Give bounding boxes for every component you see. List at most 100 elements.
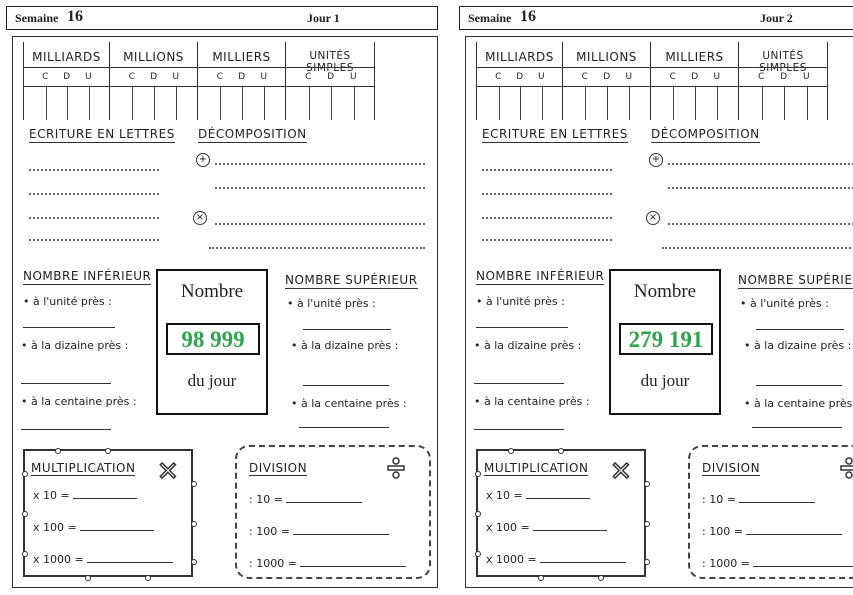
digit-column-tick — [498, 86, 500, 120]
digit-column-tick — [242, 86, 243, 120]
answer-line — [21, 429, 111, 430]
digit-column-tick — [154, 86, 155, 120]
multiply-circle-icon: × — [646, 211, 660, 225]
place-value-group-name: MILLIONS — [576, 50, 637, 64]
number-of-the-day: 98 999 — [166, 323, 260, 355]
place-value-column-label: U — [537, 72, 546, 82]
place-value-column-label: D — [63, 72, 71, 82]
frame-bead — [22, 471, 28, 477]
digit-column-tick — [607, 86, 608, 120]
table-baseline — [476, 86, 828, 87]
mult-op-label: x 1000 = — [486, 553, 541, 566]
answer-line — [533, 530, 608, 531]
upper-hundred-label: • à la centaine près : — [291, 397, 407, 410]
multiplication-icon: ✕ — [609, 456, 632, 488]
digit-column-tick — [761, 86, 763, 120]
lower-unit-label: • à l'unité près : — [23, 295, 112, 308]
multiplication-icon: ✕ — [156, 456, 179, 488]
frame-bead — [475, 471, 481, 477]
digit-column-tick — [88, 86, 90, 120]
plus-icon: + — [649, 153, 663, 167]
place-value-column-label: D — [691, 72, 699, 82]
place-value-column-label: U — [713, 72, 721, 82]
group-divider — [651, 67, 738, 68]
frame-bead — [475, 551, 481, 557]
upper-number-title: NOMBRE SUPÉRIEUR — [738, 273, 853, 289]
place-value-column-label: D — [780, 72, 788, 82]
multiplication-box: MULTIPLICATION ✕ x 10 = x 100 = x 1000 = — [22, 448, 197, 581]
frame-bead — [644, 521, 650, 527]
div-op-label: : 1000 = — [249, 557, 301, 570]
decomposition-line — [209, 247, 425, 249]
digit-column-tick — [673, 86, 674, 120]
upper-unit-label: • à l'unité près : — [287, 297, 376, 310]
letters-line — [29, 217, 159, 219]
decomposition-line — [215, 163, 425, 165]
digit-column-tick — [264, 86, 265, 120]
letters-line — [29, 193, 159, 195]
group-divider — [198, 67, 285, 68]
group-divider — [286, 67, 374, 68]
day-label: Jour 2 — [760, 11, 793, 25]
place-value-column-label: U — [84, 72, 93, 82]
answer-line — [540, 562, 627, 563]
decomposition-line — [215, 187, 425, 189]
answer-line — [73, 498, 138, 499]
multiply-circle-icon: × — [193, 211, 207, 225]
digit-column-tick — [629, 86, 630, 120]
letters-line — [29, 239, 159, 241]
letters-line — [482, 239, 612, 241]
answer-line — [87, 562, 174, 563]
frame-bead — [644, 481, 650, 487]
division-icon — [387, 457, 405, 479]
letters-line — [29, 169, 159, 171]
answer-line — [293, 534, 390, 535]
digit-column-tick — [176, 86, 177, 120]
place-value-column-label: D — [516, 72, 524, 82]
mult-op-label: x 100 = — [486, 521, 534, 534]
frame-bead — [145, 575, 151, 581]
frame-bead — [598, 575, 604, 581]
digit-column-tick — [717, 86, 718, 120]
place-value-group-name: MILLIARDS — [485, 50, 554, 64]
week-number: 16 — [520, 8, 536, 25]
week-number: 16 — [67, 8, 83, 25]
number-title-bottom: du jour — [187, 371, 237, 390]
digit-column-tick — [132, 86, 133, 120]
place-value-column-label: C — [758, 72, 765, 82]
division-title: DIVISION — [702, 461, 761, 476]
number-of-the-day: 279 191 — [619, 323, 713, 355]
answer-line — [474, 429, 564, 430]
answer-line — [474, 383, 564, 384]
week-label: Semaine — [15, 11, 59, 25]
number-title-top: Nombre — [633, 281, 697, 302]
group-divider — [24, 67, 109, 68]
digit-column-tick — [331, 86, 332, 120]
digit-column-tick — [353, 86, 355, 120]
digit-column-tick — [220, 86, 221, 120]
place-value-group-name: UNITÉS SIMPLES — [306, 50, 354, 74]
division-icon — [840, 457, 853, 479]
place-value-column-label: D — [603, 72, 611, 82]
frame-bead — [191, 521, 197, 527]
place-value-group-name: UNITÉS SIMPLES — [759, 50, 807, 74]
digit-column-tick — [45, 86, 47, 120]
place-value-column-label: C — [495, 72, 502, 82]
place-value-column-label: D — [238, 72, 246, 82]
week-label: Semaine — [468, 11, 512, 25]
group-divider — [739, 67, 827, 68]
decomposition-line — [668, 163, 853, 165]
answer-line — [299, 427, 389, 428]
div-op-label: : 10 = — [702, 493, 740, 506]
decomposition-line — [662, 247, 853, 249]
mult-op-label: x 10 = — [486, 489, 527, 502]
answer-line — [303, 329, 391, 330]
answer-line — [476, 327, 568, 328]
place-value-group-name: MILLIERS — [212, 50, 271, 64]
